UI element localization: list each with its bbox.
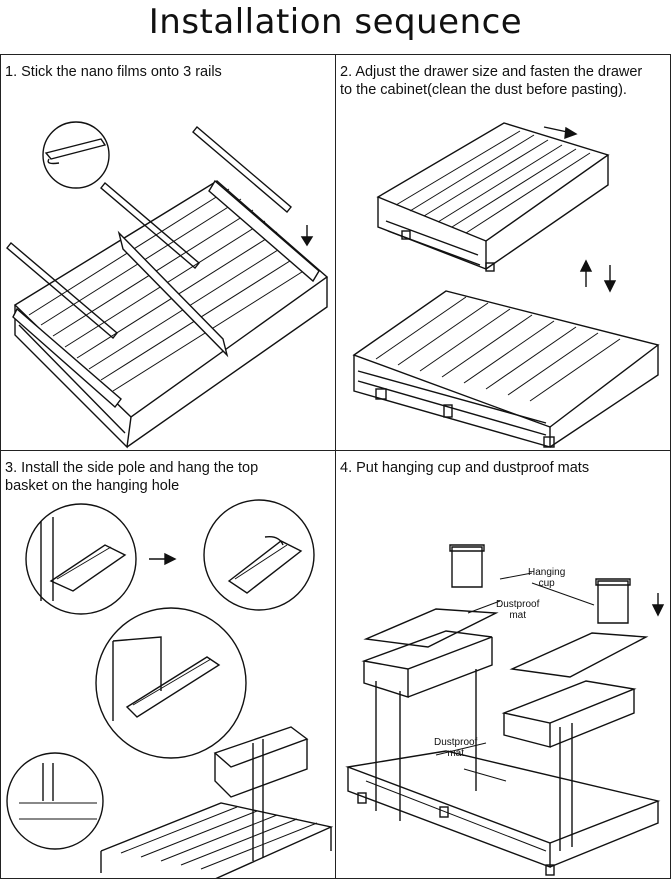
zoom-circle — [42, 121, 110, 189]
hanging-cup-left — [451, 546, 483, 588]
dustproof-mat-left — [363, 608, 499, 648]
page-title: Installation sequence — [148, 2, 523, 42]
step-4-panel: 4. Put hanging cup and dustproof mats — [335, 450, 671, 879]
steps-grid: 1. Stick the nano films onto 3 rails — [0, 54, 671, 879]
step-2-illustration — [352, 122, 660, 448]
upper-drawer — [376, 122, 610, 272]
side-pole — [40, 517, 54, 601]
hanging-cup-label: Hanging cup — [528, 567, 566, 589]
zoom-circle-3 — [95, 607, 247, 759]
step-1-caption: 1. Stick the nano films onto 3 rails — [5, 64, 222, 80]
step-4-caption: 4. Put hanging cup and dustproof mats — [340, 460, 590, 476]
top-basket-small — [49, 544, 127, 592]
left-shelf — [361, 630, 493, 821]
step-3-panel: 3. Install the side pole and hang the to… — [0, 450, 336, 879]
lower-drawer — [352, 290, 660, 448]
zoom-circle-2 — [203, 499, 315, 611]
nano-film-icon — [44, 138, 107, 165]
step-2-panel: 2. Adjust the drawer size and fasten the… — [335, 54, 671, 451]
dustproof-mat-label-top: Dustproof mat — [496, 599, 540, 621]
step-3-illustration — [6, 499, 334, 878]
zoom-circle-4 — [6, 752, 104, 850]
zoom-circle-1 — [25, 503, 137, 615]
base-drawer — [345, 750, 661, 876]
step-1-illustration — [6, 121, 329, 449]
step-4-illustration — [345, 544, 665, 876]
step-2-caption: 2. Adjust the drawer size and fasten the… — [340, 64, 643, 98]
nano-film-strips — [6, 125, 292, 340]
right-shelf — [501, 680, 637, 851]
dustproof-mat-right — [509, 632, 649, 678]
hanging-cup-right — [597, 580, 629, 624]
assembled-rack — [100, 726, 334, 878]
step-3-caption: 3. Install the side pole and hang the to… — [5, 460, 259, 494]
drawer-basket — [12, 179, 329, 449]
dustproof-mat-label-bottom: Dustproof mat — [434, 737, 478, 759]
step-1-panel: 1. Stick the nano films onto 3 rails — [0, 54, 336, 451]
